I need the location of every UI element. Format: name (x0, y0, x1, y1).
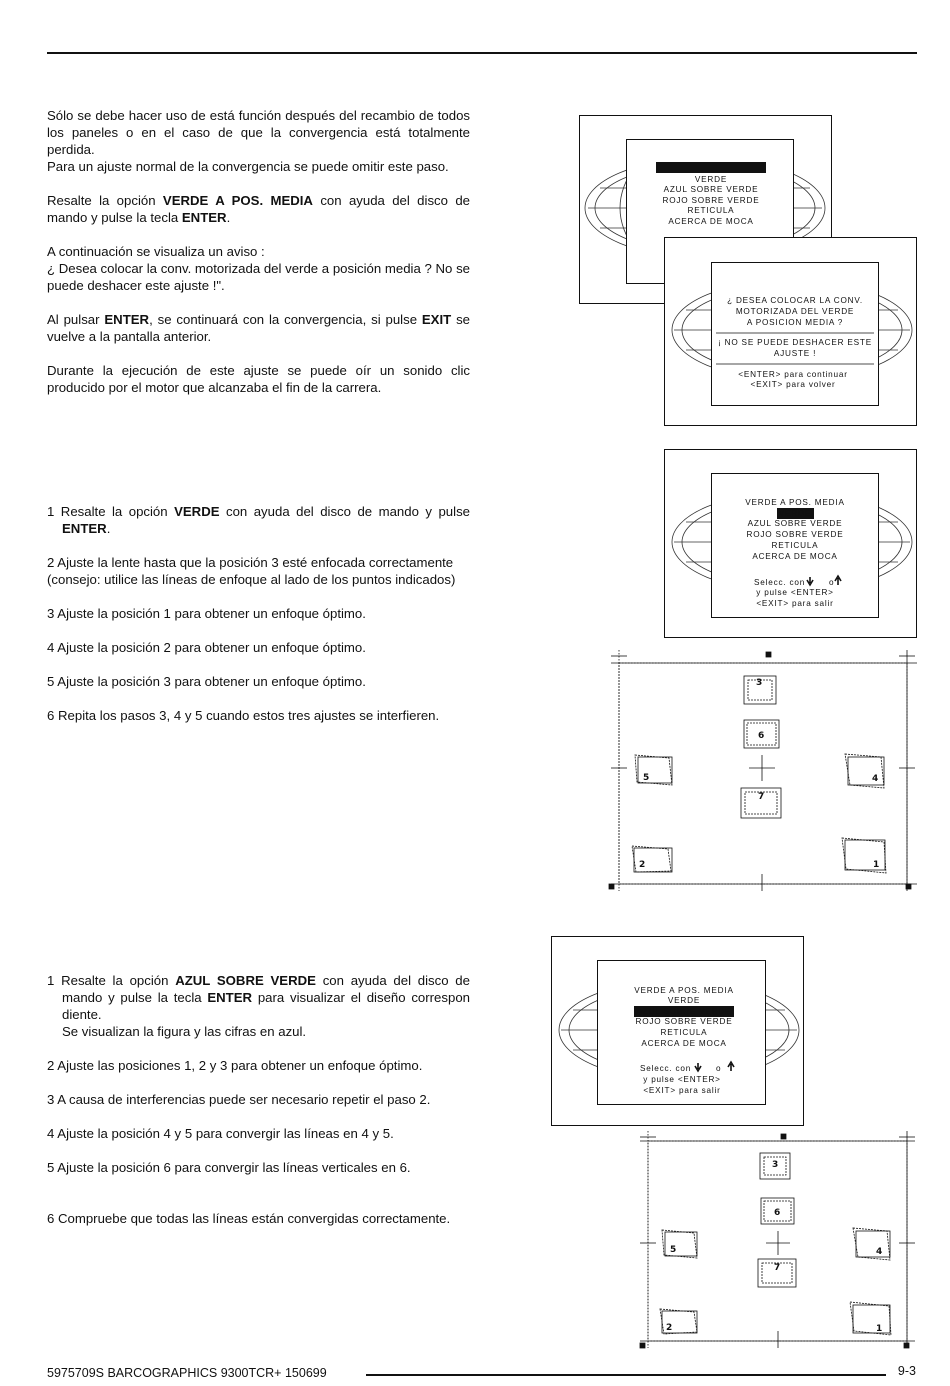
dialog-line5: AJUSTE ! (774, 349, 816, 358)
pattern1-label-7: 7 (758, 792, 764, 802)
pattern2-label-5: 5 (670, 1245, 676, 1255)
pattern2-labels: 3 6 5 7 4 2 1 (666, 1160, 882, 1334)
section1-p3b: ¿ Desea colocar la conv. motorizada del … (47, 261, 470, 293)
menu2-item-4: RETICULA (772, 541, 819, 550)
menu2-item-3: ROJO SOBRE VERDE (747, 530, 844, 539)
menu2-hint3: <EXIT> para salir (756, 599, 833, 608)
section3-step1: 1 Resalte la opción AZUL SOBRE VERDE con… (47, 973, 470, 1022)
section1-text: Sólo se debe hacer uso de está función d… (47, 107, 470, 413)
pattern1-label-5: 5 (643, 773, 649, 783)
menu3-hint1b: o (716, 1064, 721, 1073)
section1-p1: Sólo se debe hacer uso de está función d… (47, 108, 470, 157)
menu2-item-0: VERDE A POS. MEDIA (745, 498, 844, 507)
section3-step6: 6 Compruebe que todas las líneas están c… (47, 1211, 451, 1226)
section3-step2: 2 Ajuste las posiciones 1, 2 y 3 para ob… (47, 1058, 423, 1073)
menu3-item-1: VERDE (668, 996, 700, 1005)
menu3-item-0: VERDE A POS. MEDIA (634, 986, 733, 995)
menu3-hint1: Selecc. con (640, 1064, 691, 1073)
dialog-line7: <EXIT> para volver (751, 380, 836, 389)
section3-steps: 1 Resalte la opción AZUL SOBRE VERDE con… (47, 972, 470, 1227)
section1-p1b: Para un ajuste normal de la convergencia… (47, 159, 449, 174)
menu2-hint1b: o (829, 578, 834, 587)
pattern1-label-4: 4 (872, 774, 878, 784)
section1-p2: Resalte la opción VERDE A POS. MEDIA con… (47, 193, 470, 225)
pattern1-label-6: 6 (758, 731, 764, 741)
menu1-item-2: ROJO SOBRE VERDE (663, 196, 760, 205)
section2-step4: 4 Ajuste la posición 2 para obtener un e… (47, 640, 366, 655)
menu3-item-3: ROJO SOBRE VERDE (636, 1017, 733, 1026)
menu3-hint2: y pulse <ENTER> (643, 1075, 721, 1084)
convergence-pattern-1 (608, 650, 917, 891)
arrow-down-icon (694, 1063, 702, 1073)
figure2-menu-screen: VERDE A POS. MEDIA VERDE AZUL SOBRE VERD… (664, 449, 917, 638)
menu2-hint1: Selecc. con (754, 578, 805, 587)
section3-step3: 3 A causa de interferencias puede ser ne… (47, 1092, 431, 1107)
section2-step2: 2 Ajuste la lente hasta que la posición … (47, 555, 456, 587)
section2-step6: 6 Repita los pasos 3, 4 y 5 cuando estos… (47, 708, 440, 723)
footer-rule (366, 1374, 886, 1376)
pattern1-label-1: 1 (873, 860, 879, 870)
menu2-item-2: AZUL SOBRE VERDE (748, 519, 843, 528)
dialog-line2: MOTORIZADA DEL VERDE (736, 307, 854, 316)
menu1-item-3: RETICULA (688, 206, 735, 215)
footer-doc-id: 5975709S BARCOGRAPHICS 9300TCR+ 150699 (47, 1366, 327, 1380)
pattern2-label-4: 4 (876, 1247, 882, 1257)
pattern2-label-7: 7 (774, 1263, 780, 1273)
section2-step1: 1 Resalte la opción VERDE con ayuda del … (47, 504, 470, 536)
section2-step5: 5 Ajuste la posición 3 para obtener un e… (47, 674, 366, 689)
menu3-item-4: RETICULA (661, 1028, 708, 1037)
menu3-item-5: ACERCA DE MOCA (641, 1039, 726, 1048)
section1-p5: Durante la ejecución de este ajuste se p… (47, 363, 470, 395)
page-number: 9-3 (897, 1364, 916, 1378)
arrow-up-icon (727, 1060, 735, 1071)
menu2-hint2: y pulse <ENTER> (756, 588, 834, 597)
menu3-hint3: <EXIT> para salir (643, 1086, 720, 1095)
pattern1-label-2: 2 (639, 860, 645, 870)
section3-step1-note: Se visualizan la figura y las cifras en … (62, 1024, 307, 1039)
figure4-menu-screen: VERDE A POS. MEDIA VERDE AZUL SOBRE VERD… (551, 936, 804, 1126)
section2-step3: 3 Ajuste la posición 1 para obtener un e… (47, 606, 366, 621)
pattern2-label-3: 3 (772, 1160, 778, 1170)
section3-step4: 4 Ajuste la posición 4 y 5 para convergi… (47, 1126, 394, 1141)
menu1-item-4: ACERCA DE MOCA (668, 217, 753, 226)
section2-steps: 1 Resalte la opción VERDE con ayuda del … (47, 503, 470, 724)
dialog-line6: <ENTER> para continuar (738, 370, 848, 379)
dialog-line1: ¿ DESEA COLOCAR LA CONV. (727, 296, 863, 305)
figure1-dialog-screen: ¿ DESEA COLOCAR LA CONV. MOTORIZADA DEL … (664, 237, 917, 426)
pattern1-labels: 3 6 5 7 4 2 1 (639, 678, 879, 870)
pattern2-label-2: 2 (666, 1323, 672, 1333)
convergence-pattern-2 (639, 1131, 915, 1349)
menu1-item-0: VERDE (695, 175, 727, 184)
top-rule (47, 52, 917, 54)
pattern2-label-1: 1 (876, 1324, 882, 1334)
arrow-up-icon (834, 574, 842, 585)
menu1-item-1: AZUL SOBRE VERDE (664, 185, 759, 194)
pattern2-label-6: 6 (774, 1208, 780, 1218)
section3-step5: 5 Ajuste la posición 6 para convergir la… (47, 1160, 411, 1175)
section1-p4: Al pulsar ENTER, se continuará con la co… (47, 312, 470, 344)
dialog-line4: ¡ NO SE PUEDE DESHACER ESTE (718, 338, 872, 347)
arrow-down-icon (806, 577, 814, 587)
pattern1-label-3: 3 (756, 678, 762, 688)
dialog-line3: A POSICION MEDIA ? (747, 318, 843, 327)
menu3-item-2: AZUL SOBRE VERDE (637, 1007, 732, 1016)
menu2-item-1: VERDE (779, 509, 811, 518)
section1-p3: A continuación se visualiza un aviso : (47, 244, 265, 259)
menu2-item-5: ACERCA DE MOCA (752, 552, 837, 561)
